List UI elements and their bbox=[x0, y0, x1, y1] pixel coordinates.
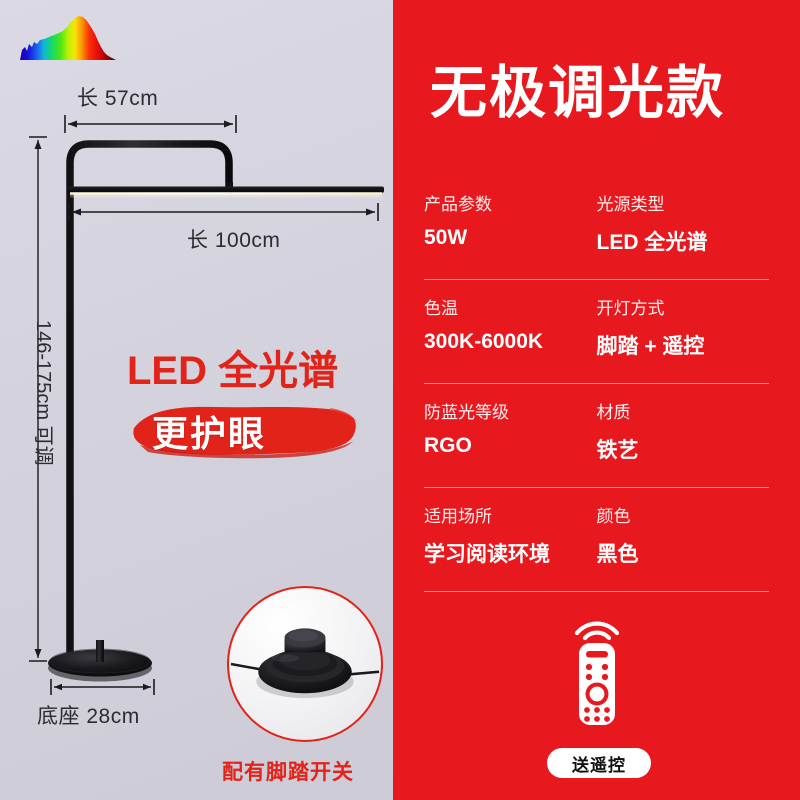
spec-label: 色温 bbox=[424, 299, 458, 318]
spec-value: 50W bbox=[424, 226, 468, 249]
page-title: 无极调光款 bbox=[430, 61, 725, 125]
foot-switch-caption: 配有脚踏开关 bbox=[222, 761, 354, 784]
spectrum-curve-icon bbox=[20, 16, 116, 60]
eye-protection-label: 更护眼 bbox=[152, 413, 267, 454]
spec-row: 色温 300K-6000K 开灯方式 脚踏 + 遥控 bbox=[424, 294, 769, 398]
spec-row: 适用场所 学习阅读环境 颜色 黑色 bbox=[424, 502, 769, 606]
dimension-arrow-base bbox=[50, 679, 155, 695]
spec-cell: 材质 铁艺 bbox=[597, 398, 770, 464]
spec-label: 光源类型 bbox=[596, 195, 665, 214]
spec-cell: 适用场所 学习阅读环境 bbox=[424, 502, 597, 568]
product-image-panel: 长 57cm bbox=[0, 0, 393, 800]
brush-stroke-banner bbox=[133, 406, 358, 459]
spec-divider bbox=[424, 591, 769, 592]
dimension-label-base: 底座 28cm bbox=[37, 705, 140, 728]
spec-value: 黑色 bbox=[596, 543, 639, 566]
floor-lamp-illustration bbox=[48, 140, 384, 682]
spec-label: 颜色 bbox=[596, 507, 631, 526]
spec-label: 防蓝光等级 bbox=[424, 403, 509, 422]
spec-cell: 色温 300K-6000K bbox=[424, 294, 597, 360]
spec-row: 产品参数 50W 光源类型 LED 全光谱 bbox=[424, 190, 769, 294]
spec-value: LED 全光谱 bbox=[596, 231, 708, 254]
spec-cell: 产品参数 50W bbox=[424, 190, 597, 256]
spec-value: RGO bbox=[424, 434, 472, 457]
spec-value: 脚踏 + 遥控 bbox=[596, 335, 705, 358]
dimension-label-width-top: 长 57cm bbox=[77, 87, 159, 110]
spec-value: 铁艺 bbox=[596, 439, 639, 462]
foot-switch-photo bbox=[227, 586, 383, 742]
spec-label: 适用场所 bbox=[424, 507, 492, 526]
spec-row: 防蓝光等级 RGO 材质 铁艺 bbox=[424, 398, 769, 502]
spec-label: 材质 bbox=[596, 403, 631, 422]
dimension-arrow-height bbox=[29, 136, 47, 662]
spec-cell: 防蓝光等级 RGO bbox=[424, 398, 597, 464]
spec-cell: 开灯方式 脚踏 + 遥控 bbox=[597, 294, 770, 360]
remote-control-icon bbox=[574, 621, 620, 725]
spec-cell: 颜色 黑色 bbox=[597, 502, 770, 568]
spec-value: 学习阅读环境 bbox=[424, 543, 550, 566]
led-spectrum-headline: LED 全光谱 bbox=[127, 349, 339, 393]
spec-divider bbox=[424, 383, 769, 384]
dimension-arrow-100 bbox=[68, 203, 379, 221]
spec-value: 300K-6000K bbox=[424, 330, 544, 353]
spec-divider bbox=[424, 279, 769, 280]
remote-gift-badge: 送遥控 bbox=[547, 748, 651, 778]
spec-label: 产品参数 bbox=[424, 195, 492, 214]
spec-label: 开灯方式 bbox=[596, 299, 665, 318]
remote-gift-label: 送遥控 bbox=[572, 755, 626, 775]
spec-cell: 光源类型 LED 全光谱 bbox=[597, 190, 770, 256]
dimension-label-height: 146-175cm 可调 bbox=[32, 320, 54, 466]
dimension-label-bar-length: 长 100cm bbox=[187, 229, 281, 252]
dimension-arrow-57 bbox=[64, 115, 237, 133]
spec-divider bbox=[424, 487, 769, 488]
spec-table: 产品参数 50W 光源类型 LED 全光谱 色温 300K-6000K bbox=[424, 190, 769, 606]
